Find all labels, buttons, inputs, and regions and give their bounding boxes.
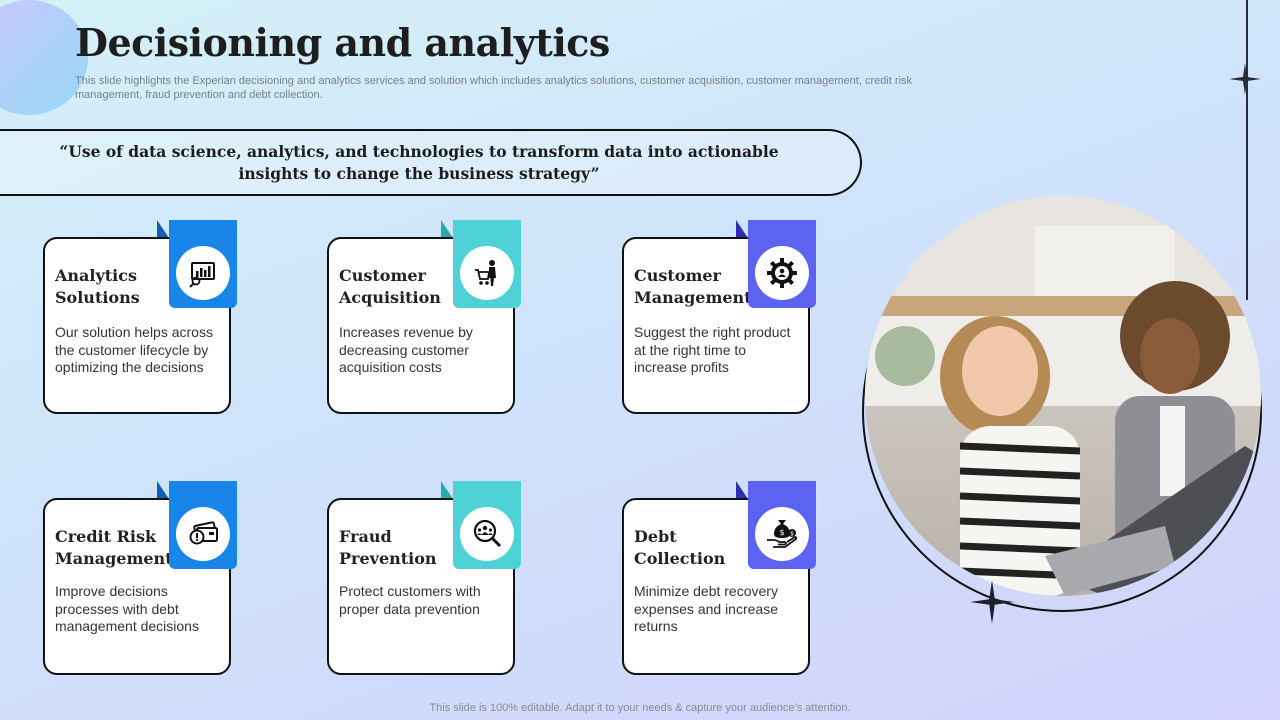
photo-two-women-laptop bbox=[865, 196, 1261, 596]
tab-fold bbox=[441, 220, 453, 238]
page-subtitle: This slide highlights the Experian decis… bbox=[75, 75, 913, 101]
footer-note: This slide is 100% editable. Adapt it to… bbox=[429, 702, 851, 714]
page-title: Decisioning and analytics bbox=[75, 20, 610, 65]
card-title: Analytics Solutions bbox=[55, 266, 140, 307]
card-title: Credit Risk Management bbox=[55, 527, 173, 568]
tab-fold bbox=[157, 220, 169, 238]
card-customer-acquisition: Customer Acquisition Increases revenue b… bbox=[327, 237, 515, 414]
card-description: Increases revenue by decreasing customer… bbox=[339, 324, 473, 375]
shopping-cart-person-icon bbox=[460, 246, 514, 300]
quote-banner: “Use of data science, analytics, and tec… bbox=[0, 129, 862, 196]
sparkle-star-icon bbox=[1229, 63, 1261, 95]
quote-text: “Use of data science, analytics, and tec… bbox=[59, 141, 779, 183]
card-description: Our solution helps across the customer l… bbox=[55, 324, 213, 375]
card-title: Customer Acquisition bbox=[339, 266, 441, 307]
card-tab bbox=[169, 220, 237, 308]
card-customer-management: Customer Management Suggest the right pr… bbox=[622, 237, 810, 414]
decorative-line bbox=[1246, 0, 1248, 300]
card-tab bbox=[169, 481, 237, 569]
card-title: Customer Management bbox=[634, 266, 752, 307]
tab-fold bbox=[736, 220, 748, 238]
tab-fold bbox=[736, 481, 748, 499]
card-tab bbox=[453, 220, 521, 308]
card-description: Protect customers with proper data preve… bbox=[339, 583, 481, 617]
gear-person-icon bbox=[755, 246, 809, 300]
credit-card-warning-icon bbox=[176, 507, 230, 561]
card-description: Improve decisions processes with debt ma… bbox=[55, 583, 199, 634]
money-bag-hand-icon: $ $ bbox=[755, 507, 809, 561]
tab-fold bbox=[441, 481, 453, 499]
card-tab: $ $ bbox=[748, 481, 816, 569]
card-title: Fraud Prevention bbox=[339, 527, 437, 568]
analytics-chart-icon bbox=[176, 246, 230, 300]
svg-text:$: $ bbox=[790, 531, 794, 538]
sparkle-star-icon bbox=[970, 580, 1014, 624]
card-title: Debt Collection bbox=[634, 527, 726, 568]
card-tab bbox=[748, 220, 816, 308]
card-description: Minimize debt recovery expenses and incr… bbox=[634, 583, 778, 634]
magnifier-people-icon bbox=[460, 507, 514, 561]
tab-fold bbox=[157, 481, 169, 499]
card-tab bbox=[453, 481, 521, 569]
card-description: Suggest the right product at the right t… bbox=[634, 324, 791, 375]
svg-text:$: $ bbox=[779, 528, 784, 537]
